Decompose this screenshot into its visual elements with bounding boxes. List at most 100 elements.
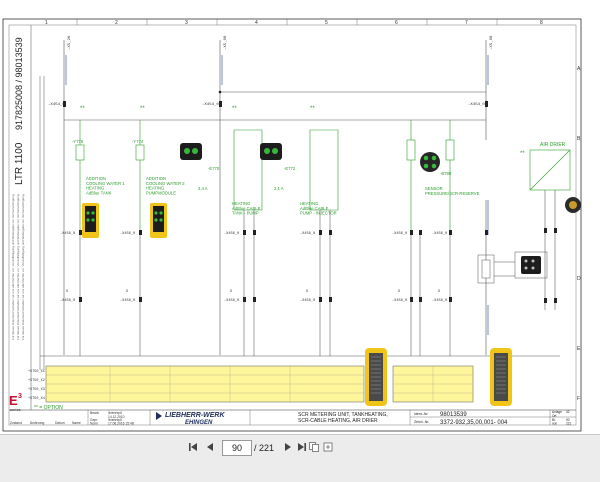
col-label: Änderung	[30, 421, 44, 425]
col-label: Datum	[55, 421, 65, 425]
svg-text:+X750_X3: +X750_X3	[28, 388, 45, 392]
option-legend: ** = OPTION	[34, 405, 63, 411]
blatt-label: Bl.	[552, 418, 556, 422]
bearb-value: Ibrenrep0	[108, 411, 122, 415]
copy-button[interactable]	[308, 441, 320, 456]
device-label: AIR DRIER	[540, 142, 566, 148]
document-viewer[interactable]: 1 2 3 4 5 6 7 8 A B C D E F LTR 1100 917…	[0, 0, 600, 434]
page-number-input[interactable]: 90	[222, 440, 252, 456]
wire-label: -X5_08	[224, 35, 228, 50]
pdf-toolbar: 90 / 221	[0, 434, 600, 482]
bus-lines	[39, 76, 560, 370]
device-ref: -E770	[208, 166, 220, 171]
svg-text:3: 3	[18, 393, 22, 400]
wire-label: -X5_26	[68, 35, 72, 50]
option-stars: **	[310, 106, 315, 112]
fit-icon	[323, 442, 333, 452]
svg-text:-X458_0: -X458_0	[432, 299, 447, 303]
svg-text:S: S	[306, 290, 308, 294]
skip-back-icon	[189, 443, 197, 451]
page-total: / 221	[254, 441, 274, 455]
svg-text:-X454_0: -X454_0	[48, 103, 65, 107]
svg-text:-X456_0: -X456_0	[120, 232, 135, 236]
svg-text:-X456_0: -X456_0	[392, 232, 407, 236]
next-page-button[interactable]	[282, 441, 294, 456]
junction-dot	[218, 90, 222, 94]
col-number: 2	[115, 20, 118, 26]
skip-forward-icon	[298, 443, 306, 451]
wire-label: -X5_08	[490, 35, 494, 50]
col-label: Name	[72, 421, 81, 425]
forward-icon	[285, 443, 291, 451]
svg-text:-X456_0: -X456_0	[300, 232, 315, 236]
svg-text:S: S	[230, 290, 232, 294]
prev-page-button[interactable]	[204, 441, 216, 456]
svg-text:-X458_0: -X458_0	[120, 299, 135, 303]
svg-text:+X750_X2: +X750_X2	[28, 379, 45, 383]
date-modified: 17.06.2016 15:48	[108, 422, 134, 426]
connector-photo-4	[82, 203, 99, 238]
sheet-description: SCR-CABLE HEATING, AIR DRIER	[298, 418, 378, 424]
green-circuits	[75, 120, 571, 230]
notice-text: Für dieses Dokument behalten wir uns all…	[11, 193, 15, 340]
first-page-button[interactable]	[187, 441, 199, 456]
svg-text:-X456_0: -X456_0	[224, 232, 239, 236]
connector-photo-1	[180, 143, 202, 160]
svg-text:E: E	[9, 393, 18, 408]
relay-module	[477, 254, 515, 284]
svg-text:S: S	[66, 290, 68, 294]
svg-text:-X454_0: -X454_0	[202, 103, 219, 107]
svg-text:-X458_0: -X458_0	[224, 299, 239, 303]
title-block: Zustand Änderung Datum Name Bearb. Ibren…	[9, 409, 576, 426]
svg-text:LIEBHERR-WERK: LIEBHERR-WERK	[165, 412, 225, 419]
gepr-label: Gepr.	[90, 418, 98, 422]
liebherr-logo: LIEBHERR-WERK EHINGEN	[156, 412, 225, 426]
anlage-label: Anlage	[552, 410, 562, 414]
col-number: 5	[325, 20, 328, 26]
connector-photo-6	[514, 251, 548, 279]
copy-icon	[309, 442, 319, 452]
svg-text:-X456_0: -X456_0	[432, 232, 447, 236]
last-page-button[interactable]	[296, 441, 308, 456]
bearb-label: Bearb.	[90, 411, 100, 415]
col-label: Zustand	[10, 421, 22, 425]
fit-page-button[interactable]	[322, 441, 334, 456]
svg-text:series: series	[10, 407, 21, 412]
row-letter: F	[577, 396, 580, 402]
terminal-labels: +X750_X1 +X750_X2 +X750_X3 +X750_X4	[28, 370, 45, 401]
gepr-value: Ibrenrep0	[108, 418, 122, 422]
side-numbers: 917825008 / 98013539	[14, 37, 24, 130]
svg-text:+X750_X4: +X750_X4	[28, 397, 45, 401]
date-created: 14.12.2010	[108, 415, 125, 419]
e3-logo: E 3 series	[9, 393, 22, 412]
schematic-sheet: 1 2 3 4 5 6 7 8 A B C D E F LTR 1100 917…	[2, 18, 582, 432]
sheet-inner-frame	[8, 24, 577, 426]
option-stars: **	[140, 106, 145, 112]
zeich-value: 3372-932,35,00,001- 004	[440, 420, 508, 426]
col-number: 7	[465, 20, 468, 26]
notice-text: Für dieses Dokument behalten wir uns all…	[21, 193, 25, 340]
page-count: 221	[259, 443, 275, 453]
option-stars: **	[520, 151, 525, 157]
row-letter: E	[577, 346, 581, 352]
option-stars: **	[232, 106, 237, 112]
svg-text:S: S	[438, 290, 440, 294]
column-markers: 1 2 3 4 5 6 7 8	[45, 19, 543, 26]
notice-text: Für dieses Dokument behalten wir uns all…	[16, 193, 20, 340]
device-ref: -Y774	[132, 139, 144, 144]
signal-wires	[79, 190, 556, 356]
zeich-label: Zeich.-Nr.	[414, 420, 429, 424]
col-number: 6	[395, 20, 398, 26]
plug-photo-1	[365, 348, 387, 406]
row-a-markers: -X454_0 -X454_0 -X454_0	[48, 101, 488, 107]
side-model: LTR 1100	[14, 142, 25, 185]
svg-text:-X454_0: -X454_0	[468, 103, 485, 107]
row-letter: B	[577, 136, 581, 142]
device-amp: 2,4 A	[198, 186, 208, 191]
branch-lines	[64, 91, 486, 121]
svg-text:+X750_X1: +X750_X1	[28, 370, 45, 374]
col-number: 1	[45, 20, 48, 26]
connector-photo-2	[260, 143, 282, 160]
svg-text:-X458_0: -X458_0	[392, 299, 407, 303]
